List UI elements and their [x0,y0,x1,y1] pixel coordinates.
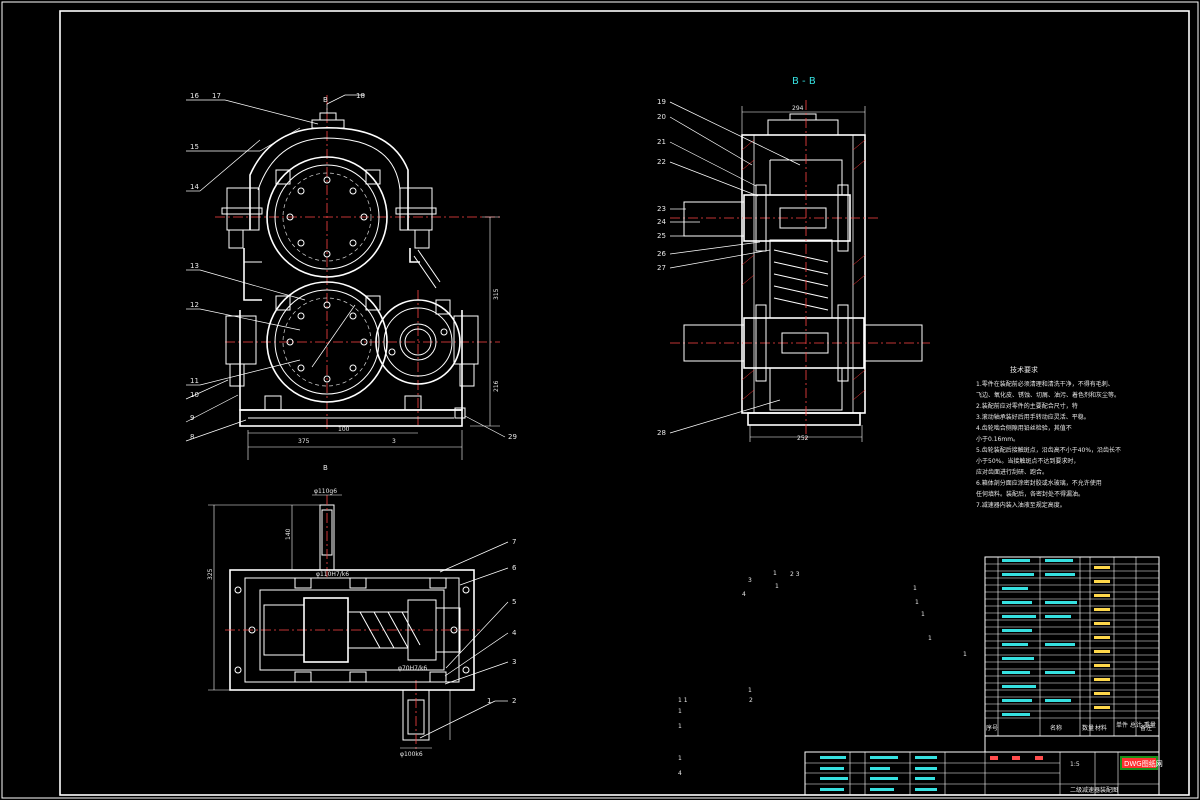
tech-req-line: 任何填料。装配后，各密封处不得漏油。 [976,490,1084,498]
dim-plan-shaft: 140 [285,528,292,540]
dim-plan-fit-2: φ70H7/k6 [398,665,427,672]
section-labels: 19 20 21 22 23 24 25 26 27 28 [657,98,801,437]
callout-8: 8 [190,433,194,441]
dim-section-bottom: 252 [797,435,809,442]
svg-text:1: 1 [963,651,967,658]
section-title: B - B [792,76,816,87]
table-header-seq: 序号 [986,724,998,732]
front-view [215,94,500,460]
lower-bolt-circle [286,301,368,383]
table-header-name: 名称 [1050,724,1062,732]
dim-plan-bottom-label: φ100k6 [400,751,423,758]
callout-29: 29 [508,433,517,441]
dim-height-mid: 216 [493,380,500,392]
callout-3: 3 [512,658,516,666]
tech-req-line: 5.齿轮装配后接触斑点，沿齿高不小于40%，沿齿长不 [976,446,1121,454]
title-block-scale: 1:5 [1070,761,1080,768]
svg-text:1: 1 [921,611,925,618]
tech-req-line: 6.箱体剖分面应涂密封胶或水玻璃，不允许使用 [976,479,1102,487]
tech-requirements: 技术要求 1.零件在装配前必须清理和清洗干净，不得有毛刺、 飞边、氧化皮、锈蚀、… [976,365,1121,509]
tech-req-line: 3.滚动轴承装好后用手转动应灵活、平稳。 [976,413,1090,421]
tech-req-line: 7.减速器内装入油液至规定高度。 [976,501,1066,509]
svg-text:1: 1 [915,599,919,606]
callout-16: 16 [190,92,199,100]
dim-plan-height: 325 [207,568,214,580]
svg-text:4: 4 [742,591,746,598]
title-block-drawing-name: 二级减速器装配图 [1070,786,1118,794]
callout-26: 26 [657,250,666,258]
callout-2: 2 [512,697,516,705]
table-header-qty: 数量 [1082,724,1094,732]
callout-19: 19 [657,98,666,106]
svg-text:2: 2 [749,697,753,704]
view-mark-b-top: B [323,96,328,104]
svg-text:1: 1 [678,723,682,730]
callout-5: 5 [512,598,516,606]
tech-req-line: 1.零件在装配前必须清理和清洗干净，不得有毛刺、 [976,380,1114,388]
dim-section-top: 294 [792,105,804,112]
svg-text:2 3: 2 3 [790,571,800,578]
dim-front-right: 3 [392,438,396,445]
tech-req-line: 飞边、氧化皮、锈蚀、切屑、油污、着色剂和灰尘等。 [976,391,1120,399]
table-header-material: 材料 [1095,724,1107,732]
dim-height-total: 315 [493,288,500,300]
view-mark-b-bottom: B [323,464,328,472]
callout-20: 20 [657,113,666,121]
callout-24: 24 [657,218,666,226]
callout-9: 9 [190,414,194,422]
svg-text:1: 1 [678,755,682,762]
plan-view-labels: 7 6 5 4 3 2 1 [419,538,517,739]
svg-text:1: 1 [748,687,752,694]
callout-13: 13 [190,262,199,270]
callout-7: 7 [512,538,516,546]
svg-text:1: 1 [678,708,682,715]
tech-req-title: 技术要求 [1010,365,1038,374]
plan-view: 325 140 φ110g6 φ100k6 φ110H7/k6 φ70H7/k6 [207,488,480,758]
callout-23: 23 [657,205,666,213]
parts-table: 序号 名称 数量 材料 单件 总计 重量 备注 [984,556,1160,737]
tech-req-line: 小于50%。当接触斑点不达到要求时， [976,457,1079,465]
svg-text:1: 1 [928,635,932,642]
callout-4: 4 [512,629,517,637]
callout-25: 25 [657,232,666,240]
callout-14: 14 [190,183,199,191]
callout-12: 12 [190,301,199,309]
title-block: 1:5 二级减速器装配图 DWG图纸网 [804,735,1163,796]
tech-req-line: 2.装配前应对零件的主要配合尺寸，特 [976,402,1078,410]
section-view: B - B 294 [670,76,930,442]
callout-6: 6 [512,564,517,572]
callout-15: 15 [190,143,199,151]
svg-text:3: 3 [748,577,752,584]
front-view-labels: 16 17 18 15 14 13 12 11 10 9 8 29 375 10… [185,92,517,472]
callout-17: 17 [212,92,221,100]
scattered-marks: 3 1 2 3 1 4 1 1 1 1 1 1 1 1 1 1 4 1 2 [678,570,967,777]
helical-gear-teeth [769,239,833,319]
tech-req-line: 小于0.16mm。 [976,435,1019,443]
callout-1: 1 [487,697,491,705]
dim-front-width: 375 [298,438,310,445]
callout-11: 11 [190,377,199,385]
upper-bolt-circle [286,176,368,258]
table-header-remark: 备注 [1140,724,1152,732]
svg-text:4: 4 [678,770,682,777]
svg-text:1: 1 [773,570,777,577]
svg-text:1: 1 [913,585,917,592]
callout-18: 18 [356,92,365,100]
dim-plan-left-label: φ110g6 [314,488,337,495]
callout-21: 21 [657,138,666,146]
tech-req-line: 4.齿轮啮合侧隙用铅丝检验，其值不 [976,424,1072,432]
section-hatching [741,134,866,414]
dim-front-mid: 100 [338,426,350,433]
table-header-weight: 单件 总计 重量 [1116,721,1156,729]
svg-text:1 1: 1 1 [678,697,688,704]
callout-28: 28 [657,429,666,437]
tech-req-line: 应对齿面进行刮研、跑合。 [976,468,1048,476]
svg-text:1: 1 [775,583,779,590]
dim-plan-fit-1: φ110H7/k6 [316,571,349,578]
title-block-stamp: DWG图纸网 [1124,759,1163,768]
callout-22: 22 [657,158,666,166]
callout-27: 27 [657,264,666,272]
